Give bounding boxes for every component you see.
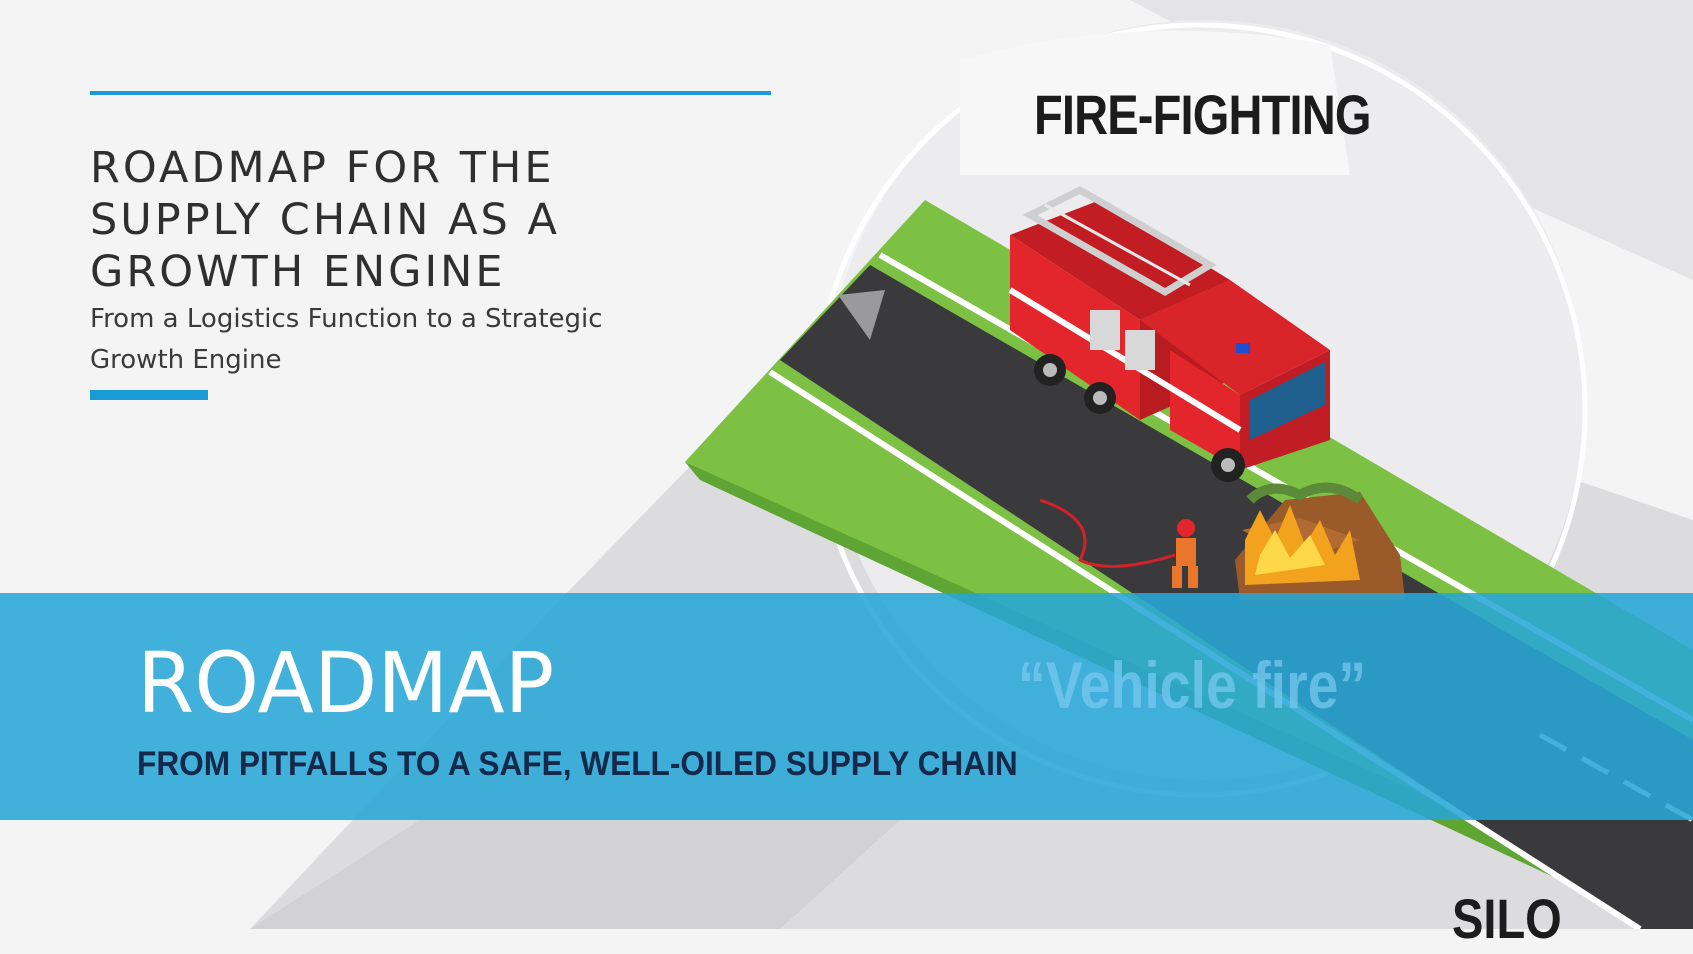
circle-top-cap bbox=[960, 30, 1350, 175]
subtitle-line-2: Growth Engine bbox=[90, 345, 282, 375]
roadmap-banner bbox=[0, 593, 1693, 820]
road-arrow bbox=[838, 290, 885, 340]
fire-truck-windshield bbox=[1250, 362, 1325, 440]
title-line-2: SUPPLY CHAIN AS A bbox=[90, 195, 560, 245]
subtitle-accent-rule bbox=[90, 390, 208, 400]
banner-subtitle: FROM PITFALLS TO A SAFE, WELL-OILED SUPP… bbox=[137, 745, 1018, 783]
top-accent-rule bbox=[90, 91, 771, 95]
title-line-3: GROWTH ENGINE bbox=[90, 247, 506, 297]
fire-truck-illustration bbox=[1008, 186, 1330, 482]
subtitle-line-1: From a Logistics Function to a Strategic bbox=[90, 304, 603, 334]
page-title: ROADMAP FOR THE SUPPLY CHAIN AS A GROWTH… bbox=[90, 142, 730, 298]
vehicle-fire-caption: “Vehicle fire” bbox=[1018, 648, 1367, 722]
fire-hose bbox=[1039, 498, 1176, 568]
banner-title: ROADMAP bbox=[137, 634, 555, 732]
fire-fighting-heading: FIRE-FIGHTING bbox=[1034, 83, 1371, 146]
page-subtitle: From a Logistics Function to a Strategic… bbox=[90, 299, 710, 381]
title-line-1: ROADMAP FOR THE bbox=[90, 143, 555, 193]
burning-vehicle-illustration bbox=[1235, 482, 1405, 600]
fire-truck-ladder bbox=[1022, 186, 1217, 297]
silo-heading: SILO bbox=[1452, 887, 1562, 950]
firefighter-illustration bbox=[1172, 519, 1198, 588]
background-gray-lower bbox=[250, 820, 900, 929]
